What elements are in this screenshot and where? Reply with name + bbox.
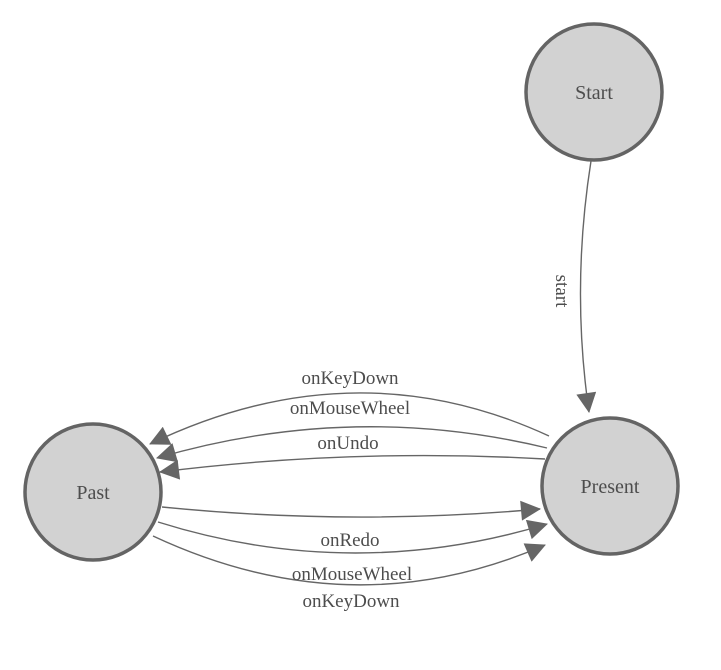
edge-label-onkeydown-bottom: onKeyDown <box>302 591 400 612</box>
edge-label-onmousewheel-bottom: onMouseWheel <box>292 564 412 585</box>
edge-present-to-past-onundo <box>159 454 546 480</box>
start-node-label: Start <box>575 82 613 104</box>
present-node-label: Present <box>581 476 640 498</box>
edge-group <box>149 160 597 586</box>
edge-start-to-present <box>576 160 597 413</box>
state-node-past[interactable]: Past <box>23 422 163 562</box>
past-node-label: Past <box>76 482 110 504</box>
state-node-present[interactable]: Present <box>540 416 680 556</box>
edge-past-to-present-onkeydown <box>152 535 546 586</box>
edge-label-group: start onKeyDown onMouseWheel onUndo onRe… <box>290 275 572 612</box>
edge-label-onmousewheel-top: onMouseWheel <box>290 398 410 419</box>
edge-past-to-present-onredo <box>161 500 541 521</box>
present-node-circle[interactable] <box>540 416 680 556</box>
edge-past-to-present-onmousewheel <box>157 519 548 554</box>
past-node-circle[interactable] <box>23 422 163 562</box>
edge-label-start: start <box>551 275 572 308</box>
state-node-start[interactable]: Start <box>524 22 664 162</box>
edge-label-onkeydown-top: onKeyDown <box>301 368 399 389</box>
edge-present-to-past-onkeydown <box>149 392 550 445</box>
edge-label-onundo: onUndo <box>317 433 378 454</box>
edge-present-to-past-onmousewheel <box>156 426 548 463</box>
edge-label-onredo: onRedo <box>320 530 379 551</box>
start-node-circle[interactable] <box>524 22 664 162</box>
